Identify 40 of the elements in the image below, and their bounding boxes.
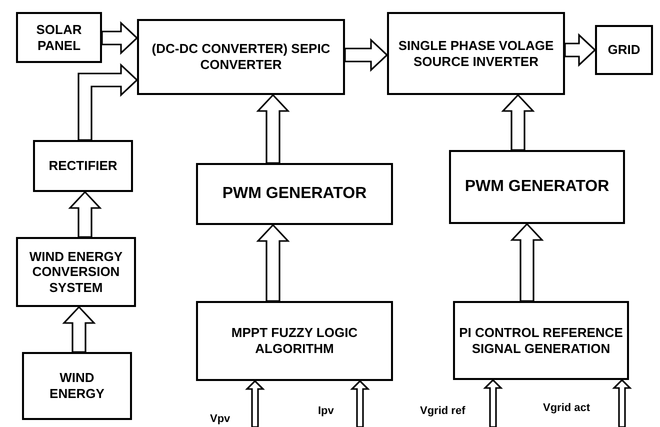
block-arrow [564, 33, 596, 67]
process-box [22, 352, 132, 420]
process-box [33, 140, 133, 192]
process-box [449, 150, 625, 224]
block-arrow [344, 38, 388, 72]
block-arrow [256, 224, 290, 302]
block-arrow [612, 378, 632, 427]
block-arrow [101, 21, 138, 55]
process-box [196, 163, 393, 225]
edge-label: Vpv [210, 413, 230, 425]
box-label: SINGLE PHASE VOLAGE SOURCE INVERTER [397, 38, 555, 70]
block-arrow [501, 94, 535, 151]
box-label: SOLAR PANEL [35, 22, 83, 54]
process-box [196, 301, 393, 381]
box-label: (DC-DC CONVERTER) SEPIC CONVERTER [150, 41, 332, 73]
process-box [137, 19, 345, 95]
block-arrow [350, 380, 370, 427]
edge-label: Vgrid act [543, 402, 590, 414]
block-arrow [256, 94, 290, 164]
box-label: PWM GENERATOR [222, 184, 367, 204]
process-box [387, 12, 565, 95]
box-label: MPPT FUZZY LOGIC ALGORITHM [230, 325, 359, 357]
block-arrow [245, 380, 265, 427]
edge-label: Ipv [318, 405, 334, 417]
box-label: PI CONTROL REFERENCE SIGNAL GENERATION [459, 324, 623, 356]
box-label: RECTIFIER [48, 158, 118, 174]
box-label: WIND ENERGY [48, 370, 106, 402]
box-label: GRID [608, 42, 640, 58]
box-label: WIND ENERGY CONVERSION SYSTEM [28, 248, 124, 296]
block-arrow [483, 378, 503, 427]
process-box [16, 12, 102, 63]
edge-label: Vgrid ref [420, 405, 466, 417]
block-arrow [68, 190, 102, 238]
block-arrow [62, 306, 96, 353]
box-label: PWM GENERATOR [464, 177, 610, 197]
block-arrow [510, 222, 544, 302]
process-box [16, 237, 136, 307]
block-arrow [78, 63, 138, 141]
process-box [453, 301, 629, 380]
process-box [595, 25, 653, 75]
